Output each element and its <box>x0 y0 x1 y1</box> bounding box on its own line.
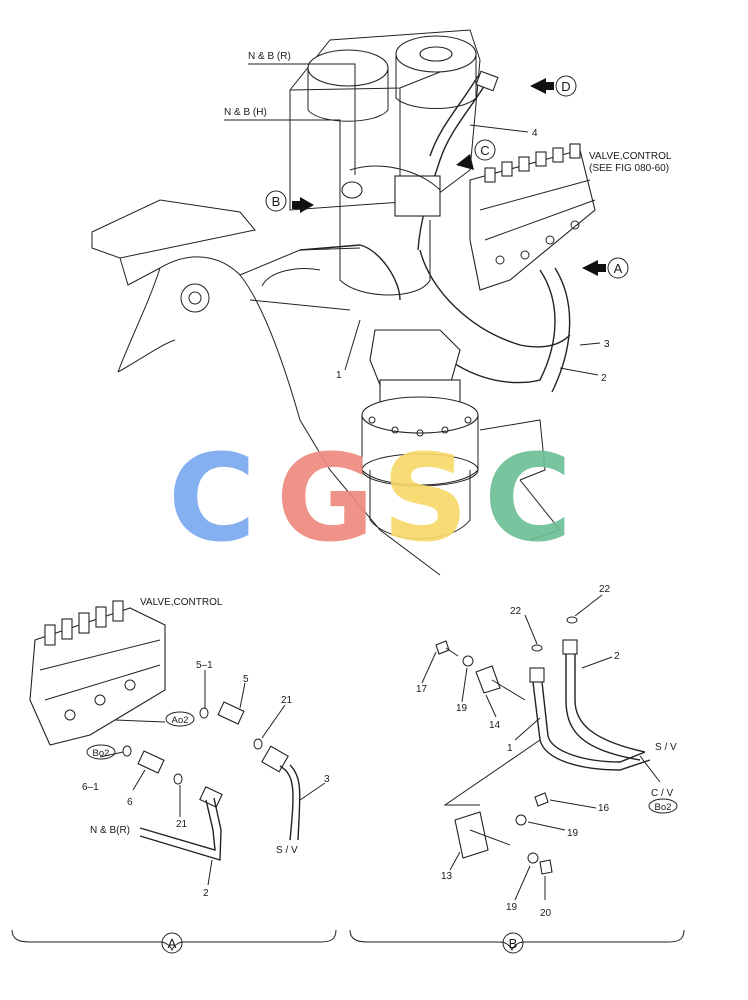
detail-a-marker <box>161 932 183 954</box>
part-number-13: 13 <box>441 871 453 882</box>
label-valve-control: VALVE,CONTROL <box>589 151 672 162</box>
tag-bo2-label: Bo2 <box>93 748 110 759</box>
view-d-arrow <box>530 78 546 94</box>
detail-a-title: VALVE,CONTROL <box>140 597 223 608</box>
part-number-1: 1 <box>336 370 342 381</box>
view-d-label: D <box>561 79 570 94</box>
label-sv-b: S / V <box>655 742 677 753</box>
part-number-19b: 19 <box>567 828 579 839</box>
part-number-16: 16 <box>598 803 610 814</box>
control-valve-bank <box>469 143 596 291</box>
view-a-marker <box>607 257 629 279</box>
label-nb-r-detail: N & B(R) <box>90 825 130 836</box>
detail-a-marker-label: A <box>168 936 177 951</box>
label-nb-h: N & B (H) <box>224 107 267 118</box>
tag-bo2 <box>86 744 116 760</box>
part-number-19c: 19 <box>506 902 518 913</box>
tag-ao2-label: Ao2 <box>172 715 189 726</box>
watermark-letter-c2: C <box>484 430 572 569</box>
watermark-letter-s: S <box>382 430 468 569</box>
part-number-5: 5 <box>243 674 249 685</box>
view-d-marker <box>555 75 577 97</box>
view-a-label: A <box>614 261 623 276</box>
part-number-21b: 21 <box>176 819 188 830</box>
cgsc-watermark: C G S C <box>168 430 572 569</box>
part-number-2b: 2 <box>614 651 620 662</box>
part-number-22a: 22 <box>510 606 522 617</box>
part-number-19a: 19 <box>456 703 468 714</box>
part-number-22b: 22 <box>599 584 611 595</box>
tag-ao2 <box>165 711 195 727</box>
view-c-marker <box>474 139 496 161</box>
view-b-marker <box>265 190 287 212</box>
part-number-3: 3 <box>604 339 610 350</box>
detail-b-tag-bo2-label: Bo2 <box>655 802 672 813</box>
view-b-label: B <box>272 194 281 209</box>
view-b-arrow <box>300 197 314 213</box>
detail-b: Bo2 22 22 2 17 19 14 1 S / V C / V 16 19… <box>349 584 685 954</box>
label-sv-a: S / V <box>276 845 298 856</box>
part-number-21a: 21 <box>281 695 293 706</box>
watermark-letter-c1: C <box>168 430 256 569</box>
part-number-17: 17 <box>416 684 428 695</box>
label-see-fig: (SEE FIG 080-60) <box>589 163 669 174</box>
detail-a-valve-bank <box>29 600 166 746</box>
part-number-3a: 3 <box>324 774 330 785</box>
view-c-arrow <box>456 154 474 170</box>
part-number-6: 6 <box>127 797 133 808</box>
detail-b-marker-label: B <box>509 936 518 951</box>
part-number-5-1: 5–1 <box>196 660 213 671</box>
part-number-1b: 1 <box>507 743 513 754</box>
machine-assembly-drawing: D C B A N & B (R) N & B (H) VALVE,CONTRO… <box>91 29 672 576</box>
part-number-6-1: 6–1 <box>82 782 99 793</box>
detail-a: VALVE,CONTROL Ao2 Bo2 <box>11 597 337 954</box>
part-number-14: 14 <box>489 720 501 731</box>
detail-b-tag-bo2 <box>648 798 678 814</box>
watermark-letter-g: G <box>276 430 375 569</box>
label-nb-r: N & B (R) <box>248 51 291 62</box>
part-number-4: 4 <box>532 128 538 139</box>
part-number-20: 20 <box>540 908 552 919</box>
view-a-arrow <box>582 260 598 276</box>
label-cv: C / V <box>651 788 674 799</box>
view-c-label: C <box>480 143 489 158</box>
detail-b-marker <box>502 932 524 954</box>
part-number-2a: 2 <box>203 888 209 899</box>
swing-motor <box>361 329 479 540</box>
part-number-2: 2 <box>601 373 607 384</box>
